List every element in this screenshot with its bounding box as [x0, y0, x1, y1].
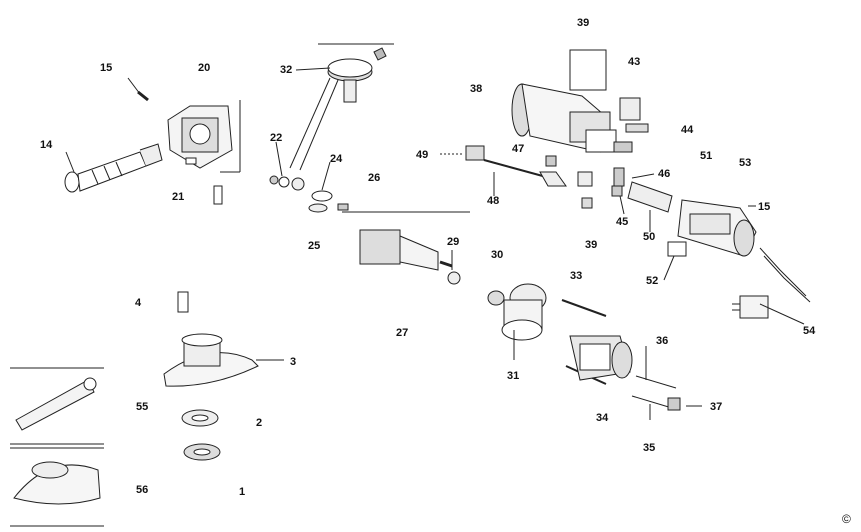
- part-label-50: 50: [643, 231, 656, 243]
- part-label-26: 26: [368, 172, 381, 184]
- copyright-symbol: ©: [842, 512, 851, 526]
- part-label-47: 47: [512, 143, 525, 155]
- part-label-15-b: 15: [758, 201, 771, 213]
- spanner-wrench-part: [15, 377, 97, 431]
- part-label-54: 54: [803, 325, 816, 337]
- guard-variant-part: [13, 461, 101, 505]
- part-label-29: 29: [447, 236, 460, 248]
- part-label-24: 24: [330, 153, 343, 165]
- part-label-43: 43: [628, 56, 641, 68]
- part-label-2: 2: [256, 417, 263, 429]
- part-label-53: 53: [739, 157, 752, 169]
- part-label-52: 52: [646, 275, 659, 287]
- rear-housing-part: [677, 199, 757, 257]
- part-label-30: 30: [491, 249, 504, 261]
- part-label-25: 25: [308, 240, 321, 252]
- part-label-14: 14: [40, 139, 53, 151]
- part-label-36: 36: [656, 335, 669, 347]
- armature-part: [359, 229, 461, 285]
- bearing-housing-part: [487, 283, 547, 341]
- part-label-4: 4: [135, 297, 142, 309]
- part-label-32: 32: [280, 64, 293, 76]
- part-label-35: 35: [643, 442, 656, 454]
- motor-housing-part: [511, 83, 617, 153]
- part-label-39-a: 39: [577, 17, 590, 29]
- part-label-22: 22: [270, 132, 283, 144]
- part-label-20: 20: [198, 62, 211, 74]
- part-label-38: 38: [470, 83, 483, 95]
- part-label-56: 56: [136, 484, 149, 496]
- part-label-34: 34: [596, 412, 609, 424]
- wheel-guard-part: [163, 333, 259, 387]
- part-label-39-b: 39: [585, 239, 598, 251]
- power-cable-part: [732, 247, 811, 319]
- part-label-51: 51: [700, 150, 713, 162]
- part-label-3: 3: [290, 356, 297, 368]
- part-label-45: 45: [616, 216, 629, 228]
- part-label-37: 37: [710, 401, 723, 413]
- part-label-1: 1: [239, 486, 246, 498]
- stator-field-part: [569, 335, 633, 381]
- part-label-49: 49: [416, 149, 429, 161]
- part-label-48: 48: [487, 195, 500, 207]
- part-label-55: 55: [136, 401, 149, 413]
- part-label-27: 27: [396, 327, 409, 339]
- spindle-gear-part: [327, 47, 387, 103]
- side-handle-part: [64, 143, 163, 193]
- part-label-46: 46: [658, 168, 671, 180]
- part-label-44: 44: [681, 124, 694, 136]
- gear-head-housing-part: [167, 100, 241, 173]
- part-label-21: 21: [172, 191, 185, 203]
- part-label-31: 31: [507, 370, 520, 382]
- part-label-15-a: 15: [100, 62, 113, 74]
- part-label-33: 33: [570, 270, 583, 282]
